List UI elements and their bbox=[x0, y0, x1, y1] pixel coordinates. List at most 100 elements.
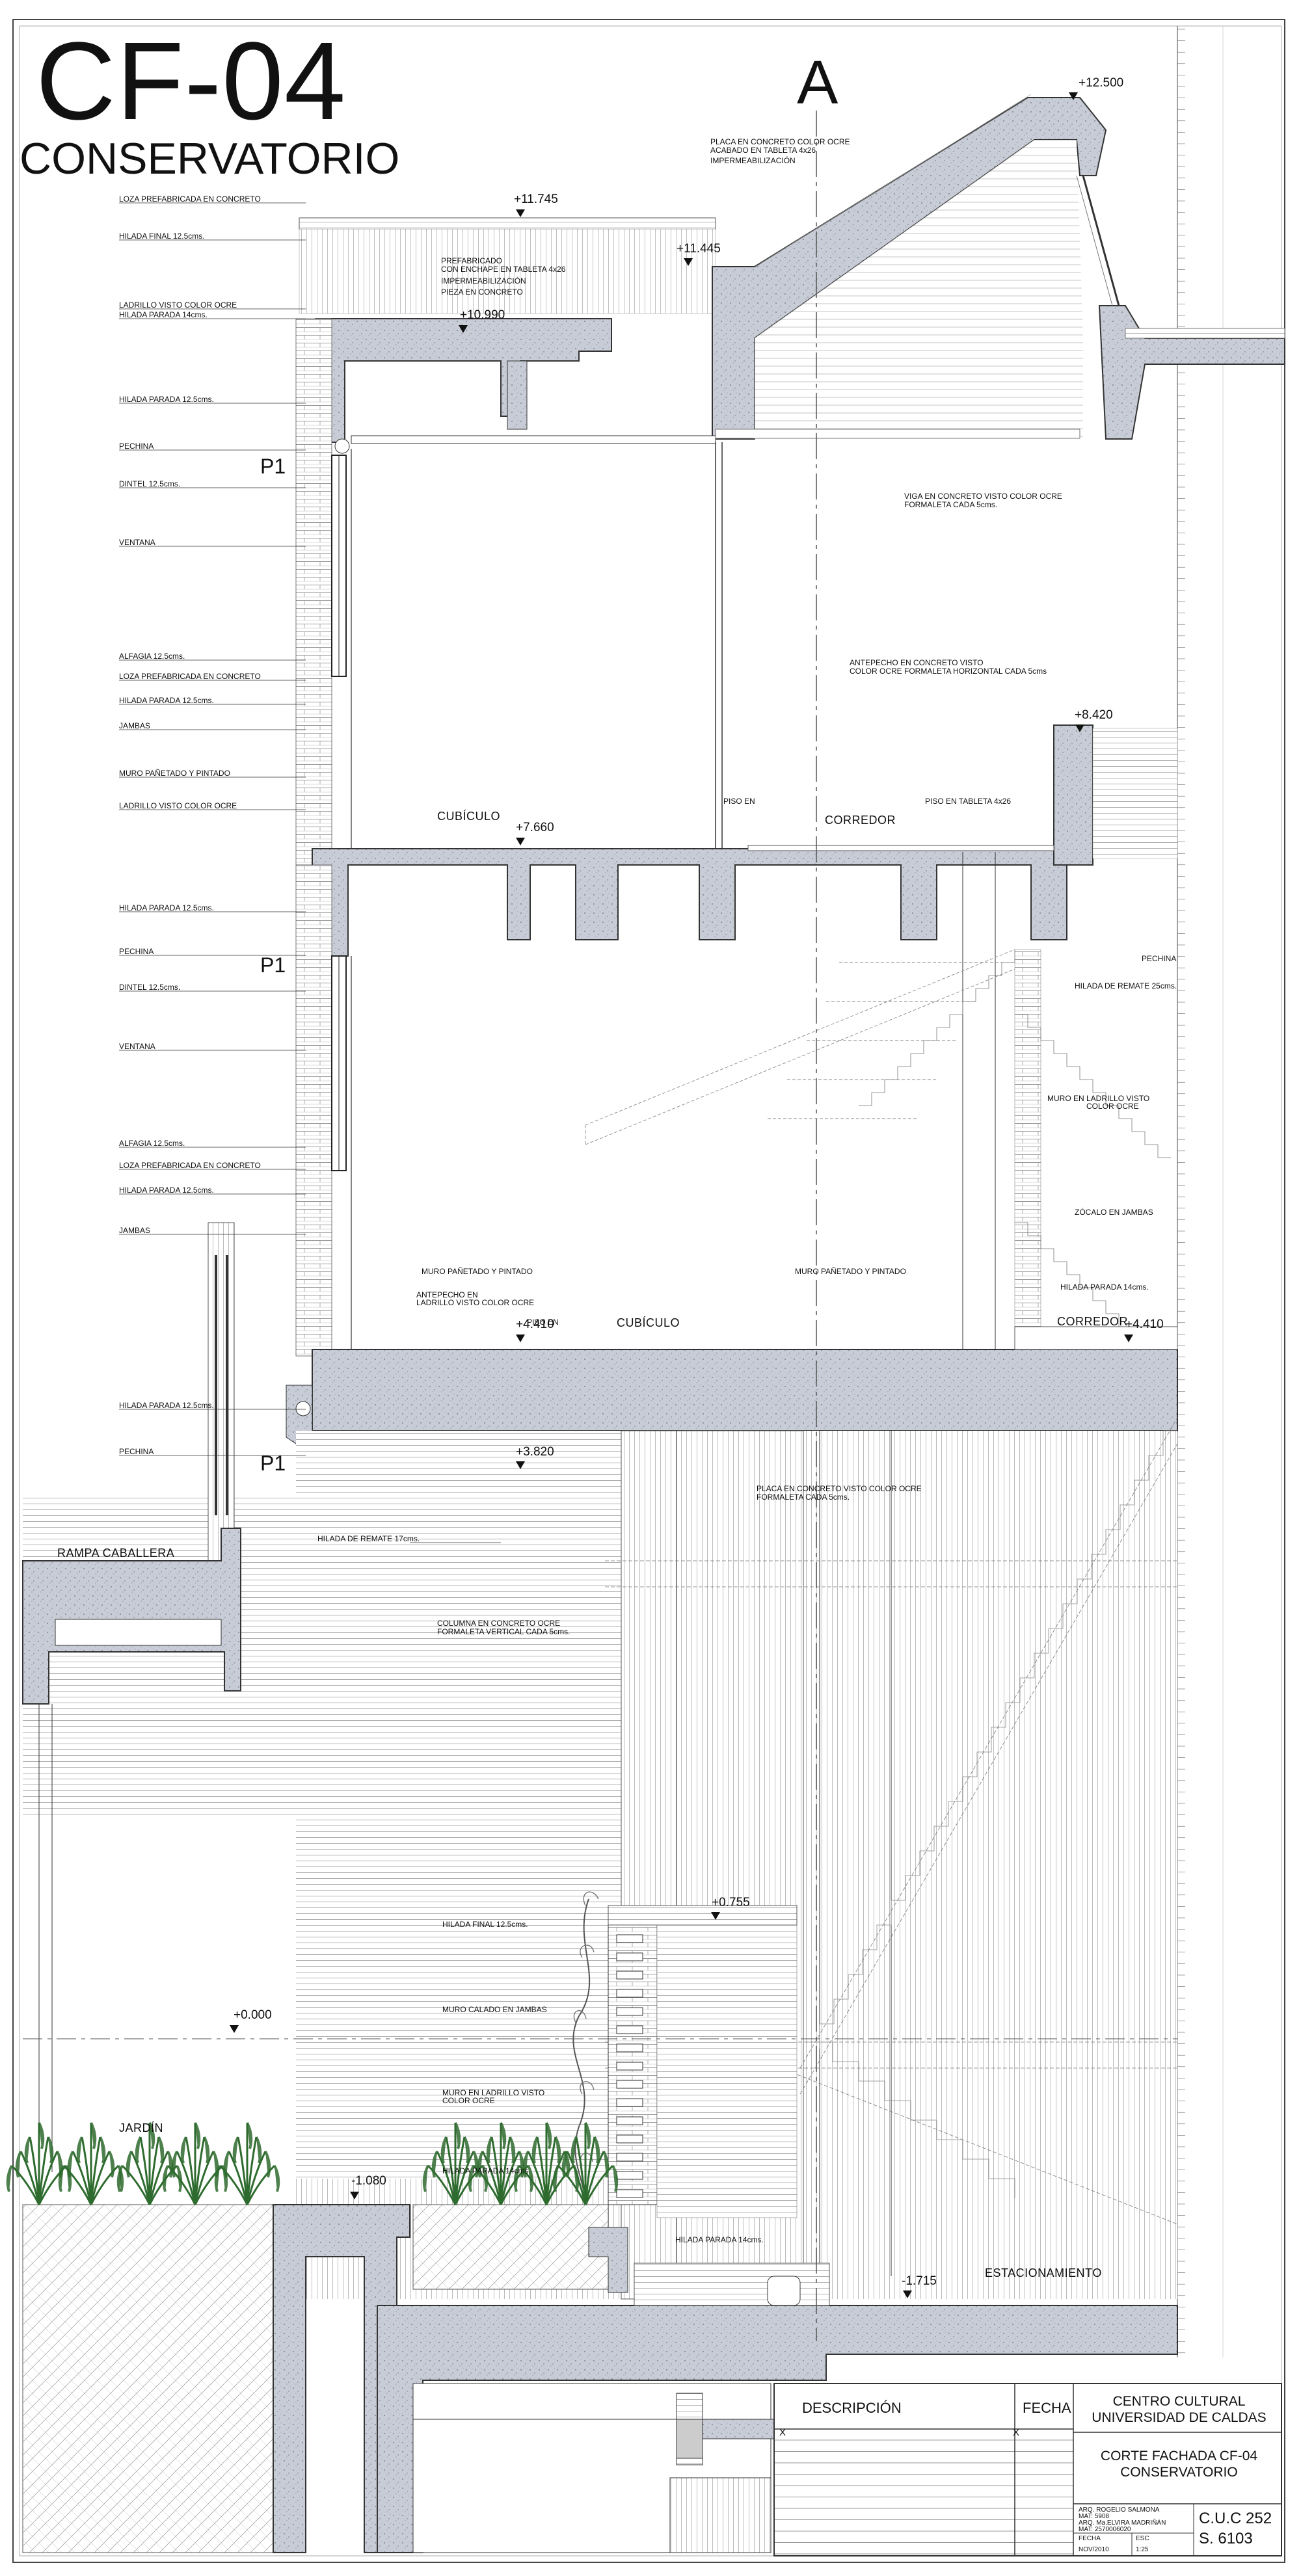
note-muro-ladrillo-b-2: COLOR OCRE bbox=[442, 2096, 495, 2105]
lower-floor bbox=[286, 852, 1178, 1444]
note-muro-ladrillo-r-1: MURO EN LADRILLO VISTO bbox=[1047, 1094, 1150, 1103]
level-garden: -1.080 bbox=[351, 2174, 386, 2188]
room-jardin: JARDÍN bbox=[119, 2121, 164, 2134]
note-prefab-3: IMPERMEABILIZACIÓN bbox=[441, 276, 526, 285]
note-muro-ladrillo-r-2: COLOR OCRE bbox=[1086, 1102, 1139, 1111]
left-label-9: ALFAGIA 12.5cms. bbox=[119, 652, 185, 661]
level-marker bbox=[516, 1334, 525, 1342]
room-cubiculo-upper: CUBÍCULO bbox=[437, 810, 501, 823]
p1-marker-lower: P1 bbox=[260, 1452, 286, 1475]
garden-plants bbox=[6, 2122, 619, 2205]
note-columna-1: COLUMNA EN CONCRETO OCRE bbox=[437, 1619, 561, 1628]
left-label-25: HILADA DE REMATE 17cms. bbox=[317, 1534, 420, 1543]
level-marker bbox=[1075, 724, 1084, 732]
pechina-circle-2 bbox=[295, 1401, 311, 1416]
left-label-14: LADRILLO VISTO COLOR OCRE bbox=[119, 801, 237, 810]
sheet-code: CF-04 bbox=[36, 20, 347, 143]
tb-fecha-header: FECHA bbox=[1023, 2400, 1071, 2416]
left-label-11: HILADA PARADA 12.5cms. bbox=[119, 696, 214, 705]
tb-author-1: ARQ. ROGELIO SALMONA bbox=[1079, 2506, 1160, 2514]
level-marker bbox=[684, 258, 693, 266]
roof-beam-left bbox=[312, 318, 612, 443]
level-plinth: +3.820 bbox=[516, 1445, 554, 1459]
rampa-wall bbox=[23, 1496, 296, 1814]
left-label-24: PECHINA bbox=[119, 1447, 154, 1456]
plant-icon bbox=[58, 2122, 124, 2205]
climbing-plant bbox=[572, 1898, 591, 2225]
left-label-4: HILADA PARADA 14cms. bbox=[119, 310, 208, 319]
plant-icon bbox=[116, 2122, 183, 2205]
note-placa-roof-2: ACABADO EN TABLETA 4x26 bbox=[710, 146, 816, 155]
base-walls bbox=[22, 1222, 1178, 2553]
plant-icon bbox=[552, 2122, 619, 2205]
room-corredor-upper: CORREDOR bbox=[825, 814, 896, 827]
tb-author-2: MAT: 5908 bbox=[1079, 2513, 1110, 2520]
level-marker bbox=[516, 209, 525, 217]
note-zocalo: ZÓCALO EN JAMBAS bbox=[1075, 1208, 1153, 1217]
upper-floor bbox=[295, 318, 1178, 957]
brick-facade-upper bbox=[295, 318, 332, 866]
note-hilada-final-b: HILADA FINAL 12.5cms. bbox=[442, 1920, 528, 1929]
tb-fecha-label: FECHA bbox=[1079, 2535, 1101, 2542]
level-scale bbox=[1177, 26, 1224, 2357]
level-marker bbox=[516, 838, 525, 845]
left-label-21: HILADA PARADA 12.5cms. bbox=[119, 1186, 214, 1195]
stair-steps-upper bbox=[859, 949, 1015, 1106]
room-cubiculo-lower: CUBÍCULO bbox=[617, 1316, 680, 1329]
note-placa-roof-1: PLACA EN CONCRETO COLOR OCRE bbox=[710, 137, 850, 146]
sheet-name: CONSERVATORIO bbox=[20, 134, 400, 183]
left-label-3: LADRILLO VISTO COLOR OCRE bbox=[119, 300, 237, 310]
stair-lower-steps bbox=[807, 1430, 1177, 2198]
level-parapet: +8.420 bbox=[1075, 708, 1113, 722]
note-muro-ladrillo-b-1: MURO EN LADRILLO VISTO bbox=[442, 2088, 545, 2097]
left-label-19: ALFAGIA 12.5cms. bbox=[119, 1139, 185, 1148]
note-hilada-parada-b: HILADA PARADA 14cms. bbox=[442, 2166, 531, 2175]
level-step: +0.755 bbox=[712, 1896, 750, 1909]
level-marker bbox=[350, 2192, 359, 2199]
tb-esc-value: 1:25 bbox=[1136, 2546, 1149, 2553]
note-piso-lower: PISO EN bbox=[527, 1318, 559, 1327]
title-block-frame bbox=[773, 2383, 1282, 2556]
plant-icon bbox=[162, 2122, 228, 2205]
left-label-6: PECHINA bbox=[119, 442, 154, 451]
brick-facade-lower bbox=[295, 864, 332, 1357]
note-viga-1: VIGA EN CONCRETO VISTO COLOR OCRE bbox=[904, 492, 1062, 501]
left-label-13: MURO PAÑETADO Y PINTADO bbox=[119, 769, 230, 778]
left-label-8: VENTANA bbox=[119, 538, 155, 547]
tb-author-4: MAT: 2570006020 bbox=[1079, 2526, 1131, 2533]
plant-icon bbox=[214, 2122, 280, 2205]
level-top: +12.500 bbox=[1079, 76, 1124, 90]
left-label-5: HILADA PARADA 12.5cms. bbox=[119, 395, 214, 404]
note-pechina-right: PECHINA bbox=[1142, 954, 1177, 963]
level-roof-left: +11.745 bbox=[514, 193, 558, 206]
p1-marker-mid: P1 bbox=[260, 953, 286, 977]
garden-planter-wall bbox=[273, 2204, 410, 2553]
left-label-2: HILADA FINAL 12.5cms. bbox=[119, 232, 205, 241]
note-placa-stair-2: FORMALETA CADA 5cms. bbox=[757, 1493, 850, 1502]
left-label-12: JAMBAS bbox=[119, 721, 151, 730]
note-antepecho-ladrillo-1: ANTEPECHO EN bbox=[416, 1290, 478, 1299]
plant-icon bbox=[468, 2122, 534, 2205]
level-marker bbox=[516, 1461, 525, 1469]
tb-descripcion-header: DESCRIPCIÓN bbox=[802, 2400, 902, 2416]
sheet-border bbox=[12, 19, 1285, 2563]
plant-icon bbox=[422, 2122, 489, 2205]
level-parking: -1.715 bbox=[902, 2274, 937, 2288]
note-prefab-1: PREFABRICADO bbox=[441, 256, 503, 265]
note-muro-panetado-a: MURO PAÑETADO Y PINTADO bbox=[422, 1267, 533, 1276]
left-label-1: LOZA PREFABRICADA EN CONCRETO bbox=[119, 194, 261, 204]
inner-border bbox=[19, 25, 1282, 2556]
note-placa-roof-3: IMPERMEABILIZACIÓN bbox=[710, 156, 796, 165]
tb-esc-label: ESC bbox=[1136, 2535, 1149, 2542]
rampa-slab bbox=[22, 1528, 241, 1705]
parking-slab bbox=[377, 2305, 1178, 2553]
left-label-22: JAMBAS bbox=[119, 1226, 151, 1235]
p1-marker-upper: P1 bbox=[260, 455, 286, 478]
stair-upper bbox=[585, 949, 1015, 1145]
note-antepecho-ladrillo-2: LADRILLO VISTO COLOR OCRE bbox=[416, 1298, 535, 1307]
left-label-7: DINTEL 12.5cms. bbox=[119, 479, 181, 488]
tb-s: S. 6103 bbox=[1199, 2530, 1253, 2547]
note-piso-tableta: PISO EN TABLETA 4x26 bbox=[925, 797, 1012, 806]
